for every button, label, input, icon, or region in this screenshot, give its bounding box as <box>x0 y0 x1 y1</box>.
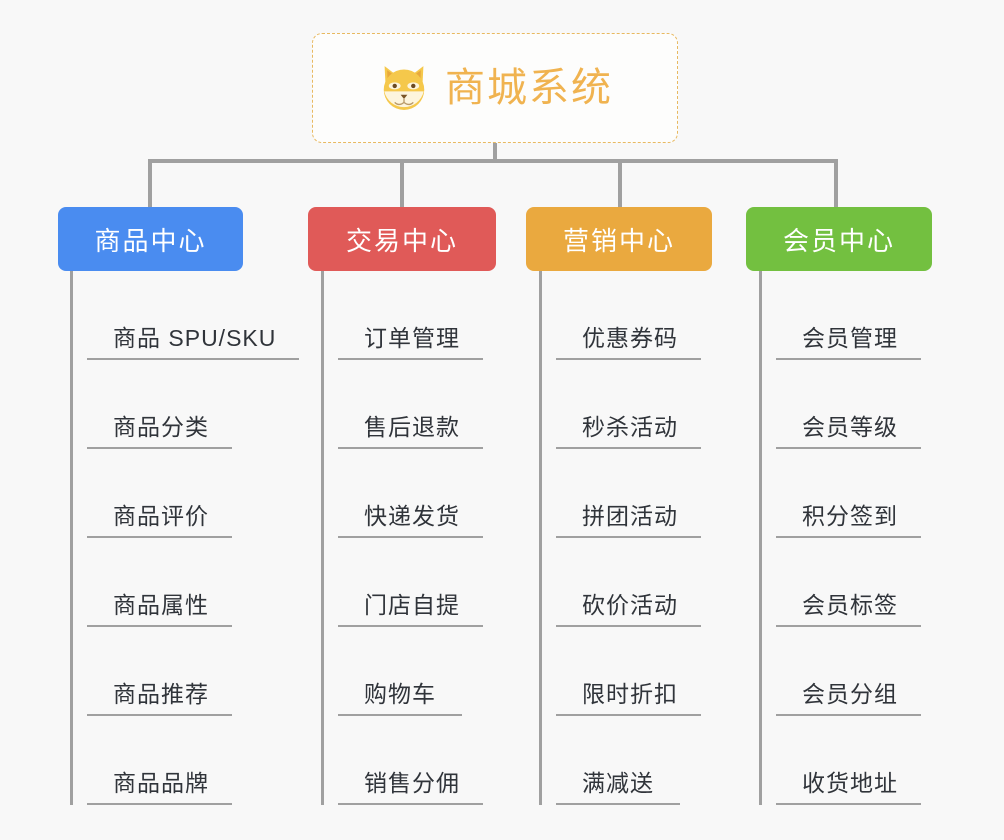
shiba-dog-face-icon <box>383 66 425 110</box>
leaf-item[interactable]: 砍价活动 <box>542 538 712 627</box>
leaf-item[interactable]: 满减送 <box>542 716 712 805</box>
category-column-交易中心: 交易中心 订单管理 售后退款 快递发货 门店自提 购物车 <box>308 207 496 805</box>
leaf-label: 商品品牌 <box>113 769 209 796</box>
category-header-会员中心[interactable]: 会员中心 <box>746 207 932 271</box>
leaf-label: 会员标签 <box>802 591 898 618</box>
leaf-item[interactable]: 商品品牌 <box>73 716 299 805</box>
leaf-label: 订单管理 <box>364 324 460 351</box>
leaf-label: 销售分佣 <box>364 769 460 796</box>
leaf-underline <box>87 803 232 805</box>
leaf-label: 商品属性 <box>113 591 209 618</box>
leaf-underline <box>556 803 680 805</box>
leaf-item[interactable]: 会员管理 <box>762 271 932 360</box>
category-column-营销中心: 营销中心 优惠券码 秒杀活动 拼团活动 砍价活动 限时折扣 <box>526 207 712 805</box>
leaf-underline <box>556 447 701 449</box>
category-header-商品中心[interactable]: 商品中心 <box>58 207 243 271</box>
leaf-item[interactable]: 会员等级 <box>762 360 932 449</box>
leaf-underline <box>556 358 701 360</box>
leaf-label: 收货地址 <box>802 769 898 796</box>
leaf-item[interactable]: 收货地址 <box>762 716 932 805</box>
leaf-underline <box>87 447 232 449</box>
leaf-item[interactable]: 门店自提 <box>324 538 496 627</box>
leaf-underline <box>776 536 921 538</box>
leaf-label: 商品评价 <box>113 502 209 529</box>
leaf-label: 拼团活动 <box>582 502 678 529</box>
leaf-item[interactable]: 销售分佣 <box>324 716 496 805</box>
leaf-underline <box>87 358 299 360</box>
leaf-item[interactable]: 订单管理 <box>324 271 496 360</box>
leaf-item[interactable]: 商品 SPU/SKU <box>73 271 299 360</box>
leaf-label: 限时折扣 <box>582 680 678 707</box>
leaf-item[interactable]: 购物车 <box>324 627 496 716</box>
leaf-label: 优惠券码 <box>582 324 678 351</box>
leaf-list-商品中心: 商品 SPU/SKU 商品分类 商品评价 商品属性 商品推荐 商品品牌 <box>70 271 299 805</box>
leaf-underline <box>556 714 701 716</box>
leaf-label: 售后退款 <box>364 413 460 440</box>
leaf-underline <box>776 803 921 805</box>
leaf-underline <box>776 625 921 627</box>
leaf-item[interactable]: 商品推荐 <box>73 627 299 716</box>
leaf-item[interactable]: 拼团活动 <box>542 449 712 538</box>
category-header-营销中心[interactable]: 营销中心 <box>526 207 712 271</box>
category-header-label: 交易中心 <box>345 225 458 256</box>
leaf-underline <box>556 536 701 538</box>
leaf-label: 会员等级 <box>802 413 898 440</box>
category-header-label: 营销中心 <box>562 225 675 256</box>
leaf-item[interactable]: 限时折扣 <box>542 627 712 716</box>
leaf-underline <box>87 536 232 538</box>
leaf-item[interactable]: 商品分类 <box>73 360 299 449</box>
leaf-underline <box>776 447 921 449</box>
leaf-list-营销中心: 优惠券码 秒杀活动 拼团活动 砍价活动 限时折扣 满减送 <box>539 271 712 805</box>
leaf-underline <box>338 536 483 538</box>
leaf-item[interactable]: 优惠券码 <box>542 271 712 360</box>
leaf-label: 积分签到 <box>802 502 898 529</box>
leaf-underline <box>776 358 921 360</box>
leaf-label: 商品推荐 <box>113 680 209 707</box>
leaf-underline <box>338 803 483 805</box>
leaf-item[interactable]: 售后退款 <box>324 360 496 449</box>
leaf-item[interactable]: 商品属性 <box>73 538 299 627</box>
category-header-交易中心[interactable]: 交易中心 <box>308 207 496 271</box>
leaf-label: 满减送 <box>582 769 654 796</box>
leaf-underline <box>87 714 232 716</box>
leaf-label: 秒杀活动 <box>582 413 678 440</box>
leaf-label: 会员管理 <box>802 324 898 351</box>
leaf-underline <box>338 358 483 360</box>
leaf-underline <box>776 714 921 716</box>
leaf-label: 商品 SPU/SKU <box>113 324 277 351</box>
leaf-underline <box>556 625 701 627</box>
leaf-item[interactable]: 秒杀活动 <box>542 360 712 449</box>
leaf-underline <box>338 625 483 627</box>
leaf-label: 门店自提 <box>364 591 460 618</box>
leaf-item[interactable]: 商品评价 <box>73 449 299 538</box>
leaf-label: 会员分组 <box>802 680 898 707</box>
root-title: 商城系统 <box>445 66 613 110</box>
leaf-item[interactable]: 快递发货 <box>324 449 496 538</box>
leaf-item[interactable]: 会员分组 <box>762 627 932 716</box>
leaf-label: 砍价活动 <box>582 591 678 618</box>
leaf-list-会员中心: 会员管理 会员等级 积分签到 会员标签 会员分组 收货地址 <box>759 271 932 805</box>
category-header-label: 会员中心 <box>782 225 895 256</box>
leaf-underline <box>338 714 462 716</box>
category-column-会员中心: 会员中心 会员管理 会员等级 积分签到 会员标签 会员分组 <box>746 207 932 805</box>
root-node[interactable]: 商城系统 <box>312 33 678 143</box>
category-header-label: 商品中心 <box>94 225 207 256</box>
leaf-label: 商品分类 <box>113 413 209 440</box>
leaf-underline <box>87 625 232 627</box>
leaf-label: 购物车 <box>364 680 436 707</box>
leaf-underline <box>338 447 483 449</box>
leaf-item[interactable]: 积分签到 <box>762 449 932 538</box>
leaf-list-交易中心: 订单管理 售后退款 快递发货 门店自提 购物车 销售分佣 <box>321 271 496 805</box>
category-column-商品中心: 商品中心 商品 SPU/SKU 商品分类 商品评价 商品属性 商品推荐 <box>58 207 299 805</box>
leaf-item[interactable]: 会员标签 <box>762 538 932 627</box>
leaf-label: 快递发货 <box>364 502 460 529</box>
